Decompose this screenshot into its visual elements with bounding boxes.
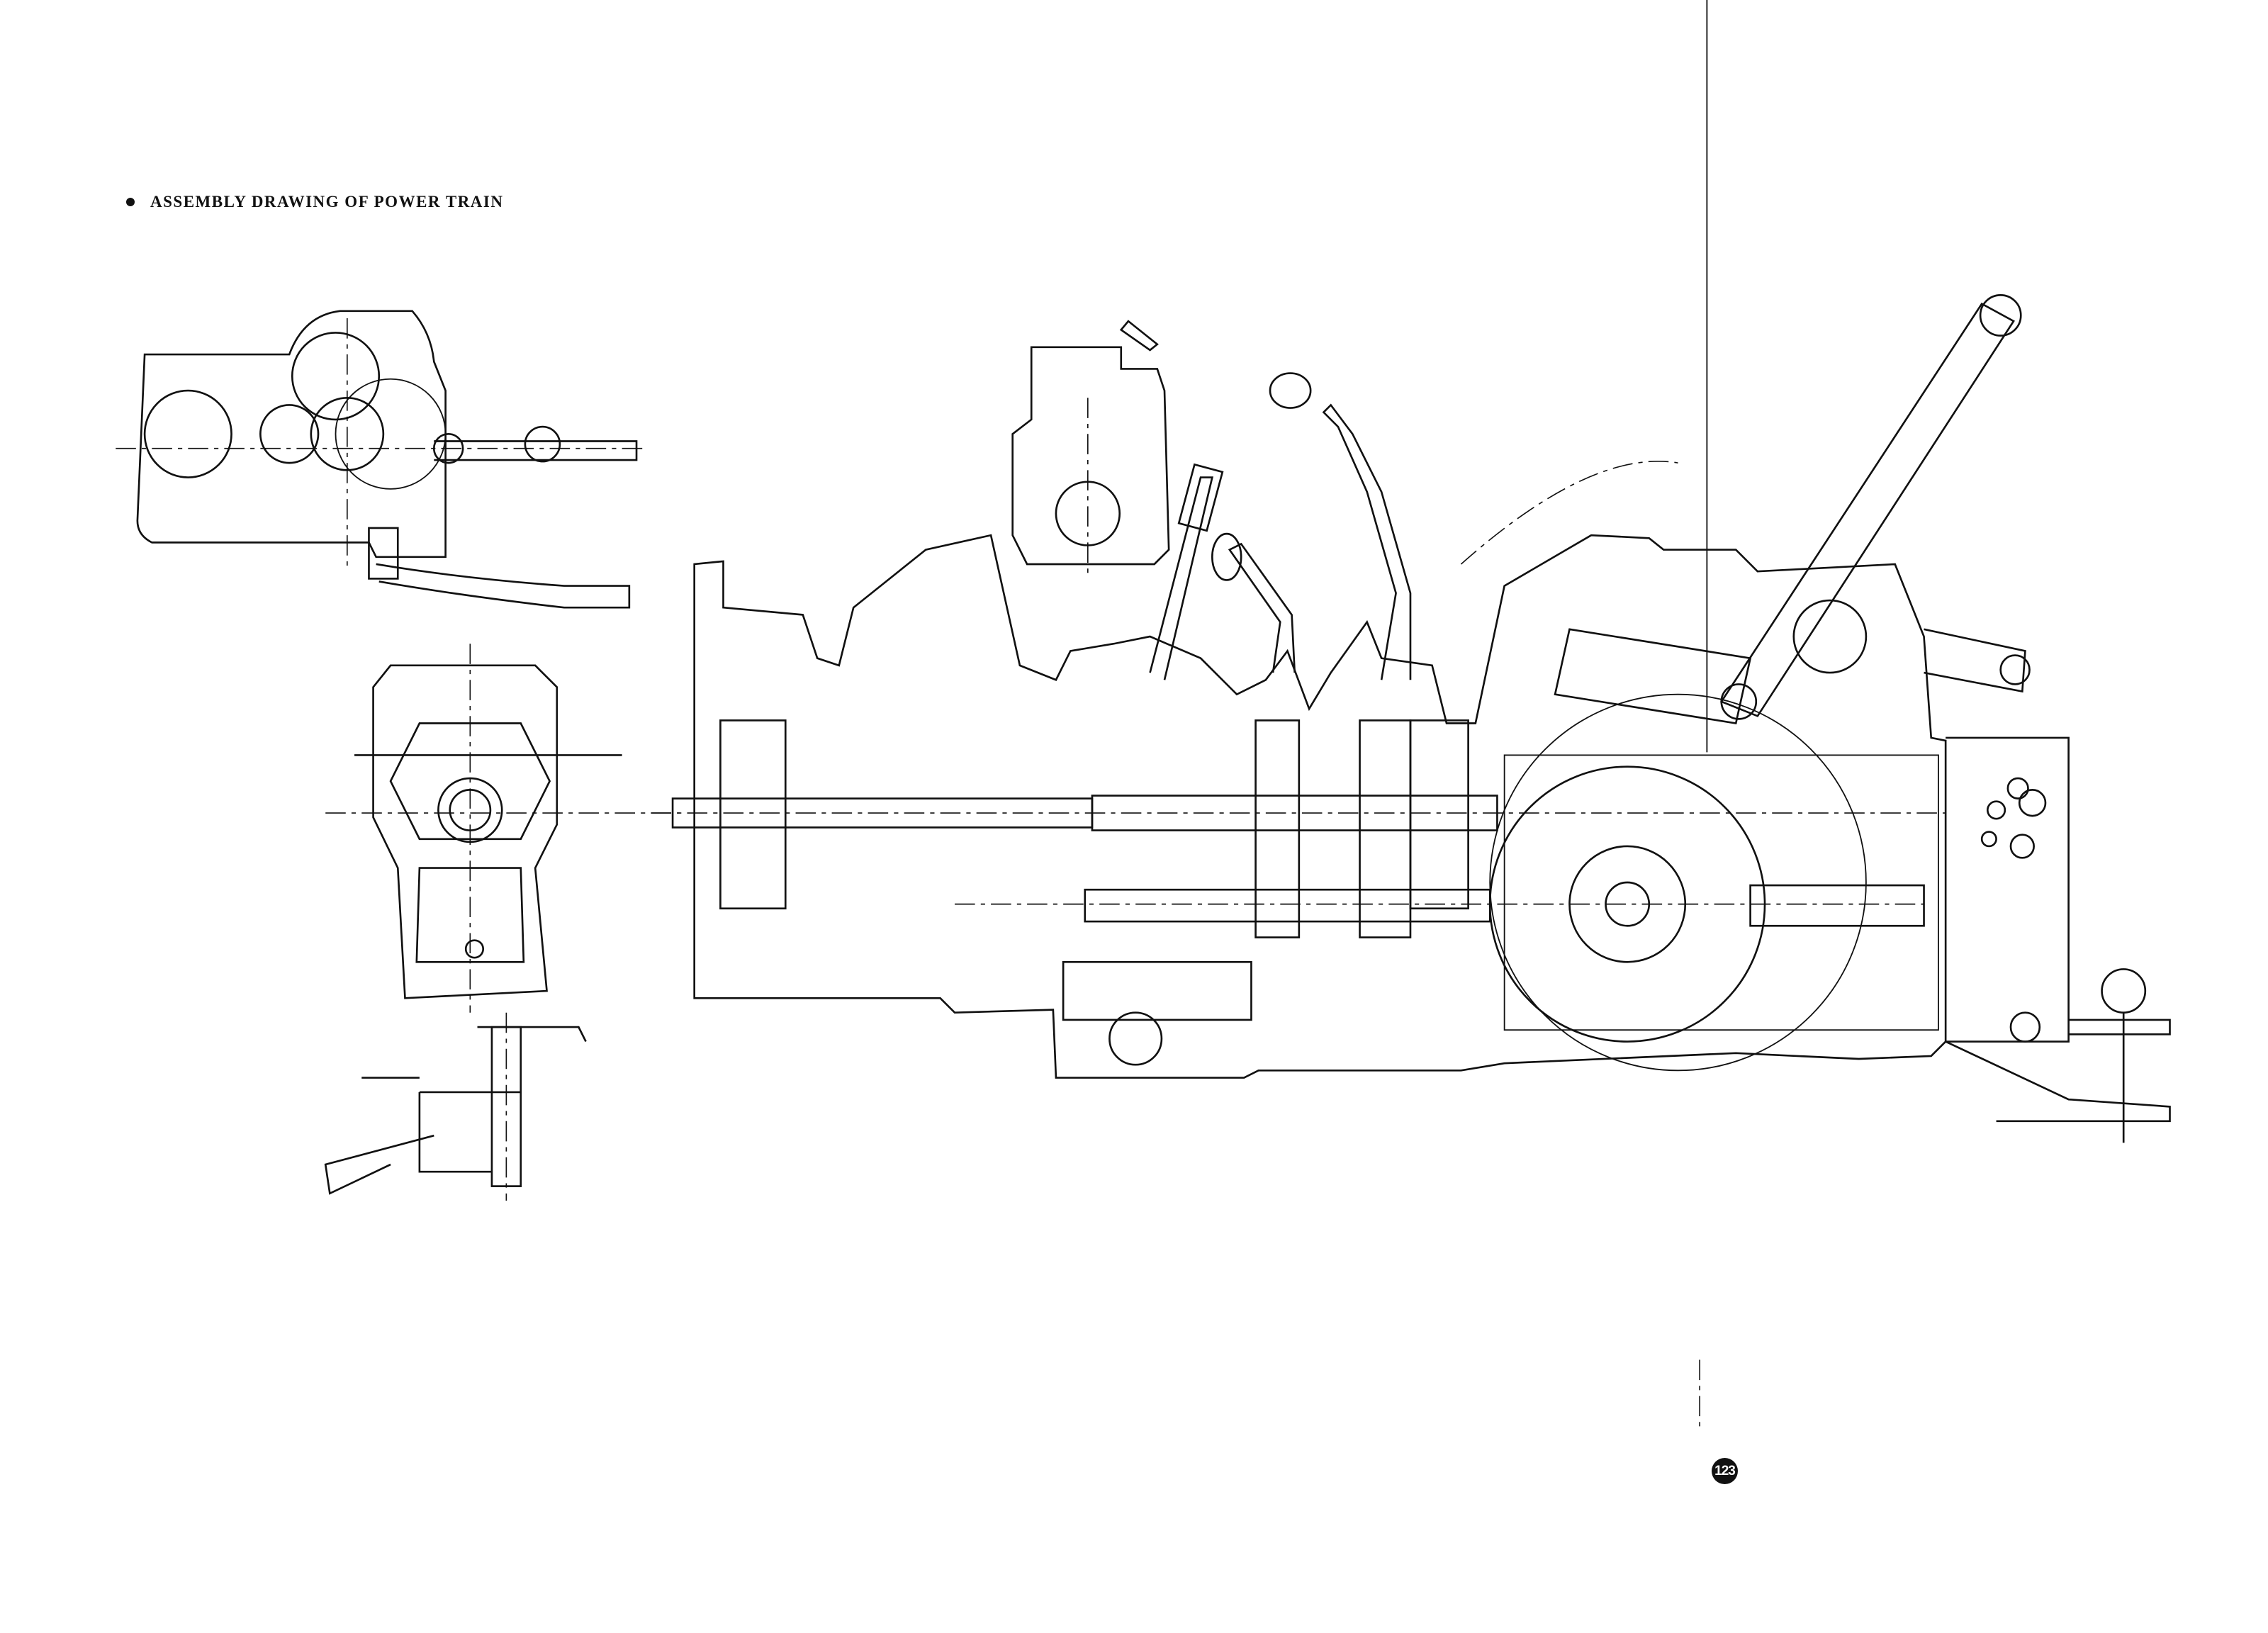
page-number: 123: [1712, 1458, 1738, 1484]
section-heading: ASSEMBLY DRAWING OF POWER TRAIN: [126, 193, 503, 211]
housing-front-view: [325, 644, 680, 1013]
gearbox-end-view: [116, 310, 644, 609]
main-transmission-section: [651, 294, 2171, 1143]
lever-detail: [324, 1012, 587, 1201]
bullet-icon: [126, 198, 135, 206]
heading-text: ASSEMBLY DRAWING OF POWER TRAIN: [150, 193, 504, 211]
